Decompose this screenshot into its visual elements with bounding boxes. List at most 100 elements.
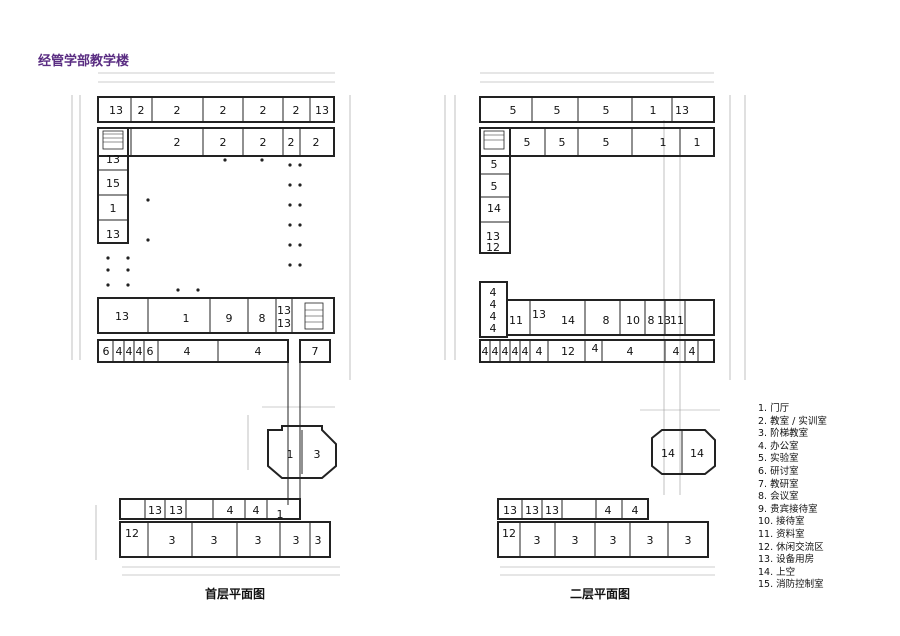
room-label: 2 xyxy=(220,136,227,149)
legend-item: 9. 贵宾接待室 xyxy=(758,503,818,515)
room-label: 8 xyxy=(259,312,266,325)
legend-item: 7. 教研室 xyxy=(758,478,799,490)
room-label: 5 xyxy=(559,136,566,149)
room-label: 4 xyxy=(136,345,143,358)
room-label: 14 xyxy=(690,447,704,460)
room-label: 1 xyxy=(660,136,667,149)
legend-item: 1. 门厅 xyxy=(758,403,790,414)
room-label: 10 xyxy=(626,314,640,327)
legend-item: 6. 研讨室 xyxy=(758,465,799,477)
room-label: 11 xyxy=(670,314,684,327)
room-label: 12 xyxy=(125,527,139,540)
room-label: 3 xyxy=(534,534,541,547)
room-label: 4 xyxy=(512,345,519,358)
room-label: 14 xyxy=(661,447,675,460)
room-label: 4 xyxy=(492,345,499,358)
legend-item: 13. 设备用房 xyxy=(758,554,815,566)
room-label: 12 xyxy=(561,345,575,358)
room-label: 15 xyxy=(106,177,120,190)
legend-item: 2. 教室 / 实训室 xyxy=(758,415,827,427)
legend-item: 8. 会议室 xyxy=(758,491,799,503)
room-label: 13 xyxy=(115,310,129,323)
legend-item: 12. 休闲交流区 xyxy=(758,541,824,553)
room-label: 13 xyxy=(545,504,559,517)
room-label: 2 xyxy=(260,104,267,117)
room-label: 13 xyxy=(169,504,183,517)
room-label: 4 xyxy=(592,342,599,355)
room-label: 2 xyxy=(138,104,145,117)
room-label: 3 xyxy=(610,534,617,547)
room-label: 8 xyxy=(603,314,610,327)
room-label: 1 xyxy=(287,448,294,461)
room-label: 5 xyxy=(510,104,517,117)
room-label: 13 xyxy=(486,230,500,243)
room-label: 5 xyxy=(603,104,610,117)
room-label: 3 xyxy=(647,534,654,547)
room-label: 13 xyxy=(657,314,671,327)
room-label: 13 xyxy=(675,104,689,117)
room-label: 4 xyxy=(536,345,543,358)
room-label: 1 xyxy=(183,312,190,325)
room-label: 9 xyxy=(226,312,233,325)
room-label: 2 xyxy=(288,136,295,149)
room-label: 2 xyxy=(220,104,227,117)
room-label: 13 xyxy=(109,104,123,117)
room-label: 4 xyxy=(673,345,680,358)
room-label: 13 xyxy=(277,317,291,330)
room-label: 3 xyxy=(169,534,176,547)
room-label: 4 xyxy=(490,322,497,335)
room-label: 1 xyxy=(694,136,701,149)
second-floor-caption: 二层平面图 xyxy=(570,587,631,601)
room-label: 3 xyxy=(255,534,262,547)
room-label: 1 xyxy=(110,202,117,215)
room-label: 4 xyxy=(116,345,123,358)
room-label: 3 xyxy=(685,534,692,547)
room-label: 13 xyxy=(503,504,517,517)
room-label: 13 xyxy=(106,153,120,166)
room-label: 2 xyxy=(293,104,300,117)
room-label: 13 xyxy=(277,304,291,317)
second-floor-plan xyxy=(444,72,746,576)
room-label: 4 xyxy=(184,345,191,358)
first-floor-caption: 首层平面图 xyxy=(205,587,266,601)
room-label: 3 xyxy=(314,448,321,461)
room-label: 3 xyxy=(211,534,218,547)
room-label: 3 xyxy=(572,534,579,547)
legend-item: 15. 消防控制室 xyxy=(758,579,824,591)
room-label: 11 xyxy=(509,314,523,327)
first-floor-plan xyxy=(71,72,351,576)
room-label: 2 xyxy=(260,136,267,149)
room-label: 1 xyxy=(277,508,284,521)
room-label: 13 xyxy=(148,504,162,517)
room-label: 4 xyxy=(689,345,696,358)
legend-item: 4. 办公室 xyxy=(758,440,799,452)
room-label: 5 xyxy=(524,136,531,149)
room-label: 3 xyxy=(315,534,322,547)
room-label: 4 xyxy=(490,286,497,299)
room-label: 2 xyxy=(313,136,320,149)
page-title: 经管学部教学楼 xyxy=(38,54,130,69)
room-label: 4 xyxy=(490,298,497,311)
room-label: 14 xyxy=(487,202,501,215)
legend-item: 14. 上空 xyxy=(758,566,796,578)
room-label: 12 xyxy=(486,241,500,254)
room-label: 13 xyxy=(106,228,120,241)
room-label: 4 xyxy=(605,504,612,517)
room-label: 12 xyxy=(502,527,516,540)
room-label: 7 xyxy=(312,345,319,358)
room-label: 4 xyxy=(522,345,529,358)
room-legend: 1. 门厅 2. 教室 / 实训室 3. 阶梯教室 4. 办公室 5. 实验室 … xyxy=(758,403,827,592)
legend-item: 10. 接待室 xyxy=(758,516,805,528)
room-label: 4 xyxy=(126,345,133,358)
room-label: 5 xyxy=(491,180,498,193)
room-label: 4 xyxy=(253,504,260,517)
room-label: 5 xyxy=(603,136,610,149)
room-label: 4 xyxy=(502,345,509,358)
room-label: 4 xyxy=(632,504,639,517)
room-label: 4 xyxy=(482,345,489,358)
legend-item: 5. 实验室 xyxy=(758,453,799,465)
room-label: 3 xyxy=(293,534,300,547)
room-label: 1 xyxy=(650,104,657,117)
room-label: 4 xyxy=(627,345,634,358)
